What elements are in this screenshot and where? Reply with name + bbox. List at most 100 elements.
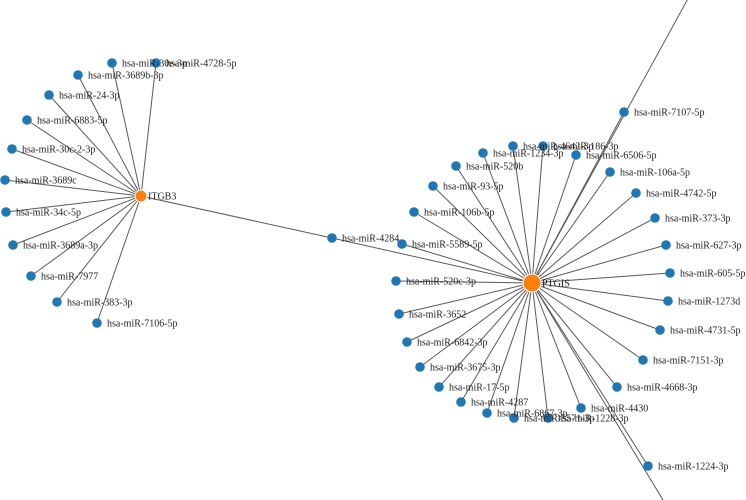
mirna-node-hsa-mir-186-3p[interactable] — [538, 141, 548, 151]
edge-hsa-mir-24-3p-itgb3 — [48, 94, 142, 197]
mirna-node-hsa-mir-3689b-3p[interactable] — [73, 70, 83, 80]
mirna-node-hsa-mir-4430[interactable] — [576, 403, 586, 413]
mirna-node-hsa-mir-7106-5p[interactable] — [92, 318, 102, 328]
mirna-label-hsa-mir-605-5p: hsa-miR-605-5p — [680, 269, 746, 280]
mirna-label-hsa-mir-6506-5p: hsa-miR-6506-5p — [586, 151, 657, 162]
mirna-node-hsa-mir-17-5p[interactable] — [434, 382, 444, 392]
edge-hsa-mir-5571-3p-ptgis — [513, 282, 533, 419]
edge-hsa-mir-5589-5p-ptgis — [401, 243, 533, 284]
edge-hsa-mir-93-5p-ptgis — [432, 185, 533, 284]
edge-hsa-mir-30e-3p-itgb3 — [111, 62, 142, 197]
mirna-label-hsa-mir-5589-5p: hsa-miR-5589-5p — [412, 240, 483, 251]
mirna-label-hsa-mir-520b: hsa-miR-520b — [466, 162, 523, 173]
mirna-node-hsa-mir-34c-5p[interactable] — [1, 207, 11, 217]
mirna-node-hsa-mir-30e-3p[interactable] — [107, 58, 117, 68]
mirna-label-hsa-mir-4642-3p: hsa-miR-4642-3p — [523, 142, 594, 153]
mirna-node-hsa-mir-1224-3p[interactable] — [643, 461, 653, 471]
mirna-node-hsa-mir-6867-3p[interactable] — [482, 408, 492, 418]
mirna-node-hsa-mir-4287[interactable] — [456, 397, 466, 407]
mirna-label-hsa-mir-106b-5p: hsa-miR-106b-5p — [424, 208, 495, 219]
mirna-node-hsa-mir-4742-5p[interactable] — [631, 188, 641, 198]
mirna-node-hsa-mir-373-3p[interactable] — [650, 213, 660, 223]
mirna-node-hsa-mir-7107-5p[interactable] — [619, 107, 629, 117]
edge-hsa-mir-17-5p-ptgis — [438, 282, 533, 388]
mirna-node-hsa-mir-5571-3p[interactable] — [509, 413, 519, 423]
edge-hsa-mir-7977-itgb3 — [30, 195, 142, 277]
edge-hsa-mir-605-5p-ptgis — [531, 272, 671, 284]
edge-hsa-mir-3689b-3p-itgb3 — [77, 74, 142, 197]
gene-label-ptgis: PTGIS — [542, 279, 570, 290]
edge-hsa-mir-4728-5p-itgb3 — [140, 62, 157, 197]
edge-hsa-mir-4284-ptgis — [331, 237, 533, 284]
edge-hsa-mir-4284-itgb3 — [140, 195, 333, 239]
mirna-node-hsa-mir-1228-3p[interactable] — [543, 413, 553, 423]
mirna-label-hsa-mir-5571-3p: hsa-miR-5571-3p — [524, 414, 595, 425]
mirna-label-hsa-mir-1224-3p: hsa-miR-1224-3p — [658, 462, 729, 473]
mirna-label-hsa-mir-627-3p: hsa-miR-627-3p — [676, 241, 742, 252]
mirna-label-hsa-mir-4728-5p: hsa-miR-4728-5p — [166, 59, 237, 70]
mirna-node-hsa-mir-6883-5p[interactable] — [22, 115, 32, 125]
edge-hsa-mir-4731-5p-ptgis — [531, 282, 661, 331]
mirna-node-hsa-mir-520b[interactable] — [451, 161, 461, 171]
mirna-label-hsa-mir-520c-3p: hsa-miR-520c-3p — [406, 277, 476, 288]
mirna-node-hsa-mir-4668-3p[interactable] — [612, 382, 622, 392]
gene-label-itgb3: ITGB3 — [148, 192, 176, 203]
mirna-node-hsa-mir-4284[interactable] — [327, 233, 337, 243]
mirna-node-hsa-mir-4731-5p[interactable] — [655, 325, 665, 335]
mirna-label-hsa-mir-17-5p: hsa-miR-17-5p — [449, 383, 510, 394]
mirna-label-hsa-mir-373-3p: hsa-miR-373-3p — [665, 214, 731, 225]
mirna-label-hsa-mir-6883-5p: hsa-miR-6883-5p — [37, 116, 108, 127]
edge-hsa-mir-3652-ptgis — [398, 282, 533, 315]
edge-hsa-mir-6867-3p-ptgis — [486, 282, 533, 414]
mirna-label-hsa-mir-4731-5p: hsa-miR-4731-5p — [670, 326, 741, 337]
mirna-label-hsa-mir-6842-3p: hsa-miR-6842-3p — [417, 338, 488, 349]
mirna-node-hsa-mir-1234-3p[interactable] — [478, 148, 488, 158]
edge-hsa-mir-3689a-3p-itgb3 — [12, 195, 142, 246]
mirna-node-hsa-mir-3689c[interactable] — [0, 175, 10, 185]
edge-hsa-mir-7106-5p-itgb3 — [96, 195, 142, 324]
mirna-node-hsa-mir-3689a-3p[interactable] — [8, 240, 18, 250]
mirna-node-hsa-mir-383-3p[interactable] — [52, 297, 62, 307]
mirna-label-hsa-mir-24-3p: hsa-miR-24-3p — [59, 91, 120, 102]
mirna-label-hsa-mir-3689a-3p: hsa-miR-3689a-3p — [23, 241, 98, 252]
edge-hsa-mir-627-3p-ptgis — [531, 244, 667, 284]
mirna-label-hsa-mir-30e-3p: hsa-miR-30e-3p — [122, 59, 187, 70]
edge-hsa-mir-4668-3p-ptgis — [531, 282, 618, 388]
mirna-node-hsa-mir-6506-5p[interactable] — [571, 150, 581, 160]
mirna-node-hsa-mir-520c-3p[interactable] — [391, 276, 401, 286]
mirna-node-hsa-mir-627-3p[interactable] — [661, 240, 671, 250]
mirna-label-hsa-mir-93-5p: hsa-miR-93-5p — [443, 182, 504, 193]
mirna-node-hsa-mir-106a-5p[interactable] — [605, 167, 615, 177]
edge-hsa-mir-520b-ptgis — [455, 165, 533, 284]
mirna-node-hsa-mir-24-3p[interactable] — [44, 90, 54, 100]
mirna-node-hsa-mir-30c-2-3p[interactable] — [7, 144, 17, 154]
mirna-node-hsa-mir-1273d[interactable] — [663, 296, 673, 306]
edge-hsa-mir-373-3p-ptgis — [531, 217, 656, 284]
mirna-label-hsa-mir-1273d: hsa-miR-1273d — [678, 297, 740, 308]
edge-hsa-mir-30c-2-3p-itgb3 — [11, 148, 142, 197]
gene-node-itgb3[interactable] — [134, 189, 148, 203]
edge-hsa-mir-3675-3p-ptgis — [419, 282, 533, 368]
mirna-node-hsa-mir-4642-3p[interactable] — [508, 141, 518, 151]
mirna-label-hsa-mir-383-3p: hsa-miR-383-3p — [67, 298, 133, 309]
mirna-node-hsa-mir-605-5p[interactable] — [665, 268, 675, 278]
mirna-label-hsa-mir-3652: hsa-miR-3652 — [409, 310, 466, 321]
edge-hsa-mir-186-3p-ptgis — [531, 145, 544, 284]
edge-hsa-mir-6883-5p-itgb3 — [26, 119, 142, 197]
mirna-node-hsa-mir-4728-5p[interactable] — [151, 58, 161, 68]
mirna-label-hsa-mir-3689b-3p: hsa-miR-3689b-3p — [88, 71, 164, 82]
mirna-node-hsa-mir-7977[interactable] — [26, 271, 36, 281]
mirna-node-hsa-mir-6842-3p[interactable] — [402, 337, 412, 347]
mirna-node-hsa-mir-106b-5p[interactable] — [409, 207, 419, 217]
mirna-node-hsa-mir-93-5p[interactable] — [428, 181, 438, 191]
edge-hsa-mir-106a-5p-ptgis — [531, 171, 611, 284]
mirna-node-hsa-mir-3675-3p[interactable] — [415, 362, 425, 372]
mirna-node-hsa-mir-3652[interactable] — [394, 309, 404, 319]
mirna-label-hsa-mir-4287: hsa-miR-4287 — [471, 398, 528, 409]
mirna-node-hsa-mir-5589-5p[interactable] — [397, 239, 407, 249]
mirna-label-hsa-mir-4668-3p: hsa-miR-4668-3p — [627, 383, 698, 394]
gene-node-group — [134, 189, 542, 293]
mirna-node-hsa-mir-7151-3p[interactable] — [638, 355, 648, 365]
gene-node-ptgis[interactable] — [522, 273, 542, 293]
